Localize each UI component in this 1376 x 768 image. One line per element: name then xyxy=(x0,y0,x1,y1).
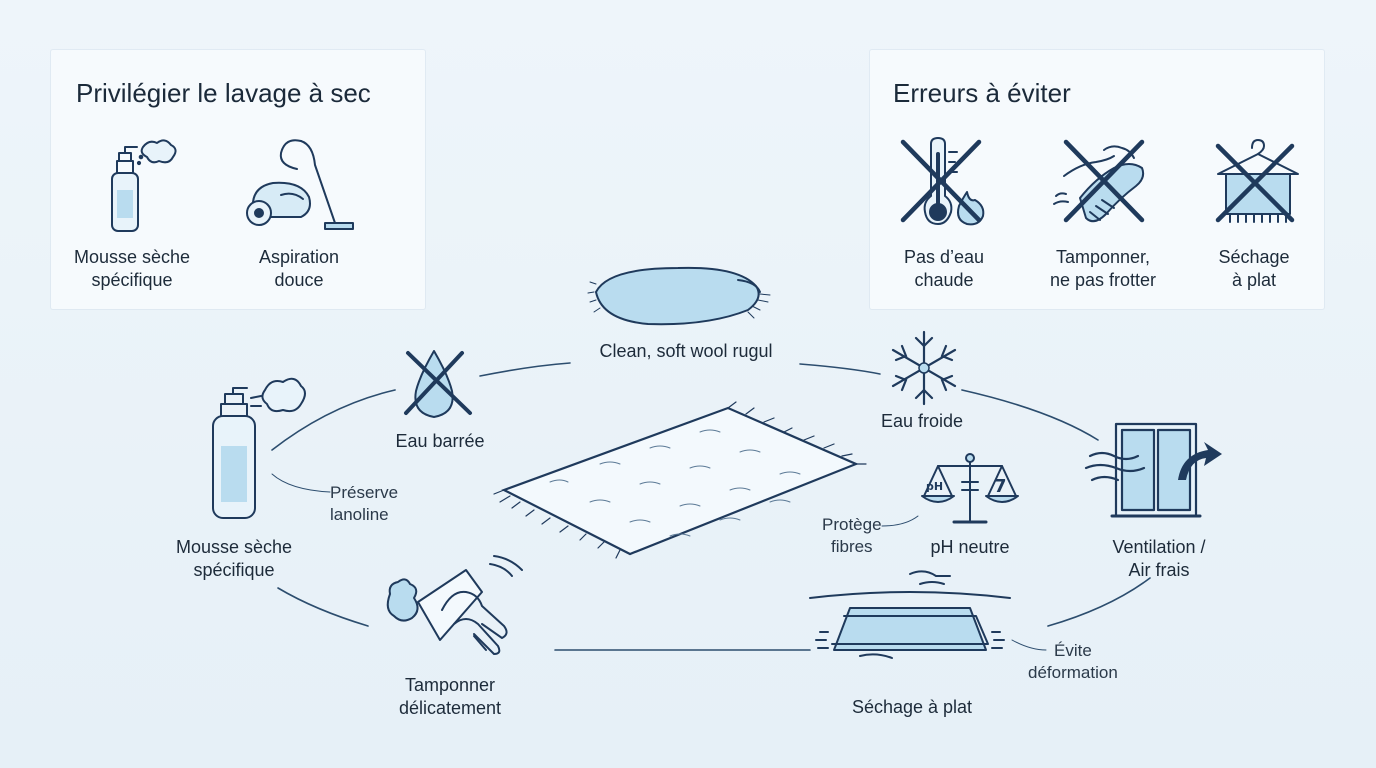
connector-water-center xyxy=(479,362,571,377)
ph-right-text: 7 xyxy=(994,476,1007,497)
ph-left-text: pH xyxy=(926,480,943,493)
center-caption: Clean, soft wool rugul xyxy=(599,341,773,361)
leader-fibres xyxy=(881,515,919,527)
leader-deformation xyxy=(1011,639,1047,651)
small-rug-illustration xyxy=(587,266,771,326)
cold-water-label: Eau froide xyxy=(880,411,964,431)
connector-cold-vent xyxy=(961,389,1099,441)
foam-spray-icon xyxy=(111,139,177,232)
ph-balance-icon: pH 7 xyxy=(921,453,1019,524)
snowflake-icon xyxy=(891,330,957,406)
no-water-drop-icon xyxy=(404,350,472,418)
flat-drying-rack-icon xyxy=(809,570,1011,659)
ventilation-label: Ventilation /Air frais xyxy=(1112,537,1206,580)
panel-title: Privilégier le lavage à sec xyxy=(76,78,371,108)
connector-vent-dry xyxy=(1047,577,1151,627)
vacuum-cleaner-icon xyxy=(246,139,354,230)
dab-cloth-icon xyxy=(386,555,523,655)
ventilation-window-icon xyxy=(1084,422,1222,518)
wool-rug-illustration xyxy=(493,401,867,559)
dry-cleaning-panel: Privilégier le lavage à sec Mousse sèche… xyxy=(51,50,425,309)
no-rubbing-icon xyxy=(1053,139,1145,223)
flat-drying-crossed-icon xyxy=(1215,139,1299,223)
no-hot-water-icon xyxy=(900,137,985,226)
flat-dry-label: Séchage à plat xyxy=(851,697,973,717)
ph-label: pH neutre xyxy=(930,537,1010,557)
connector-foam-water xyxy=(271,389,396,451)
panel-title: Erreurs à éviter xyxy=(893,78,1071,108)
connector-center-cold xyxy=(799,363,881,375)
foam-spray-icon xyxy=(212,377,306,519)
leader-lanolin xyxy=(271,473,331,493)
connector-dab-foam xyxy=(277,587,369,627)
no-water-label: Eau barrée xyxy=(395,431,485,451)
no-rubbing-label: Tamponner,ne pas frotter xyxy=(1049,247,1157,290)
